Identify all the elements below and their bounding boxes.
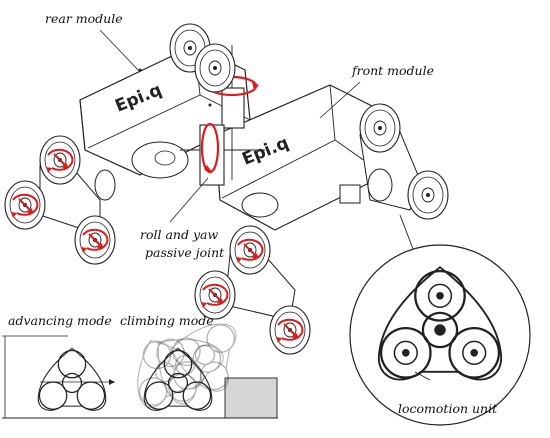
step-obstacle [224,377,278,419]
advancing-mode-label: advancing mode [8,313,112,328]
joint-label-line2: passive joint [145,245,225,260]
rear-module-label: rear module [45,11,123,26]
advancing-mode-sketch [2,335,130,419]
leader-lines [99,29,431,381]
roll-rotation-arrow [200,122,220,174]
front-left-wheel-unit [194,225,311,355]
climbing-mode-sketch [119,315,278,419]
locomotion-unit-detail [349,244,531,426]
joint-label-line1: roll and yaw [140,227,219,242]
front-module-label: front module [352,63,435,78]
front-right-wheel-unit [359,103,449,263]
front-module: Epi.q [214,84,386,231]
climbing-mode-label: climbing mode [120,313,214,328]
locomotion-unit-label: locomotion unit [398,401,498,416]
rear-left-wheel-unit [4,135,116,265]
